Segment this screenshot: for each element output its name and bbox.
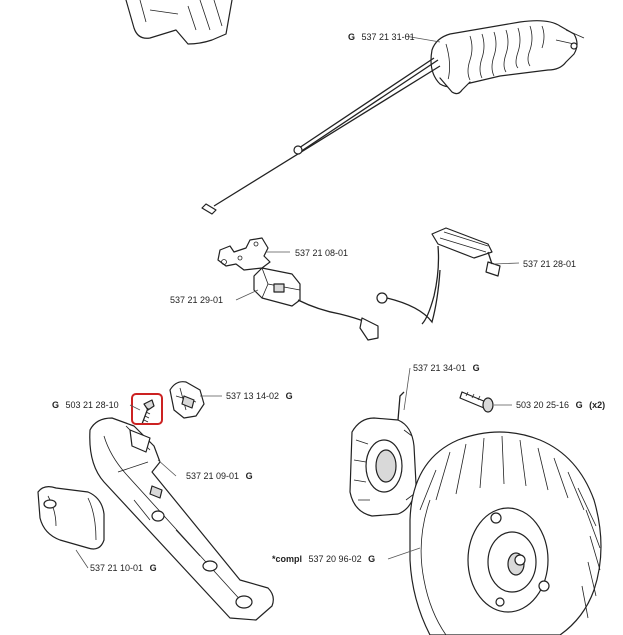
label-stop-bracket: 537 21 08-01 xyxy=(295,248,348,258)
label-screw-small: G 503 21 28-10 xyxy=(52,400,119,410)
svg-text:537 21 28-01: 537 21 28-01 xyxy=(523,259,576,269)
svg-text:537 21 29-01: 537 21 29-01 xyxy=(170,295,223,305)
svg-text:503 20 25-16 G (x2: 503 20 25-16 G (x2) xyxy=(516,400,605,410)
ground-cable-part xyxy=(421,227,501,325)
svg-text:G 503 21 28-10: G 503 21 28-10 xyxy=(52,400,119,410)
handle-support-part xyxy=(89,417,274,621)
leader-lines xyxy=(75,35,520,569)
svg-text:G 537 21 31-01: G 537 21 31-01 xyxy=(348,32,415,42)
svg-text:*compl 537 20 96-02: *compl 537 20 96-02 G xyxy=(272,554,375,564)
label-number: 503 21 28-10 xyxy=(66,400,119,410)
label-suffix: G xyxy=(576,400,583,410)
label-flywheel: *compl 537 20 96-02 G xyxy=(272,554,375,564)
label-prefix: G xyxy=(348,32,355,42)
label-suffix: G xyxy=(150,563,157,573)
flywheel-part xyxy=(409,431,602,635)
label-number: 537 21 10-01 xyxy=(90,563,143,573)
label-number: 537 21 28-01 xyxy=(523,259,576,269)
label-qty: (x2) xyxy=(589,400,605,410)
screw-small-part xyxy=(141,399,155,425)
svg-text:537 21 34-01 G: 537 21 34-01 G xyxy=(413,363,480,373)
label-ignition-module: 537 21 34-01 G xyxy=(413,363,480,373)
label-number: 537 13 14-02 xyxy=(226,391,279,401)
label-handle-cover: 537 21 10-01 G xyxy=(90,563,157,573)
label-bracket: 537 13 14-02 G xyxy=(226,391,293,401)
highlight-box xyxy=(131,393,163,425)
ignition-module-part xyxy=(349,391,417,517)
label-number: 537 21 08-01 xyxy=(295,248,348,258)
label-throttle-handle: G 537 21 31-01 xyxy=(348,32,415,42)
handle-cover-part xyxy=(37,486,105,550)
label-suffix: G xyxy=(368,554,375,564)
label-ground-cable: 537 21 28-01 xyxy=(523,259,576,269)
svg-text:537 13 14-02 G: 537 13 14-02 G xyxy=(226,391,293,401)
label-number: 537 21 34-01 xyxy=(413,363,466,373)
top-grip-part xyxy=(125,0,233,45)
label-suffix: G xyxy=(286,391,293,401)
bracket-part xyxy=(169,381,205,419)
label-switch: 537 21 29-01 xyxy=(170,295,223,305)
label-number: 537 21 09-01 xyxy=(186,471,239,481)
svg-text:537 21 09-01 G: 537 21 09-01 G xyxy=(186,471,253,481)
label-suffix: G xyxy=(246,471,253,481)
label-prefix: G xyxy=(52,400,59,410)
svg-text:537 21 10-01 G: 537 21 10-01 G xyxy=(90,563,157,573)
label-number: 537 20 96-02 xyxy=(309,554,362,564)
stop-bracket-part xyxy=(217,237,271,271)
label-handle-support: 537 21 09-01 G xyxy=(186,471,253,481)
label-number: 537 21 31-01 xyxy=(362,32,415,42)
label-suffix: G xyxy=(473,363,480,373)
label-number: 537 21 29-01 xyxy=(170,295,223,305)
label-screw-ignition: 503 20 25-16 G (x2) xyxy=(516,400,605,410)
label-number: 503 20 25-16 xyxy=(516,400,569,410)
svg-text:537 21 08-01: 537 21 08-01 xyxy=(295,248,348,258)
switch-part xyxy=(253,267,441,341)
throttle-handle-part xyxy=(201,20,585,215)
screw-ignition-part xyxy=(459,391,494,413)
label-prefix: *compl xyxy=(272,554,302,564)
